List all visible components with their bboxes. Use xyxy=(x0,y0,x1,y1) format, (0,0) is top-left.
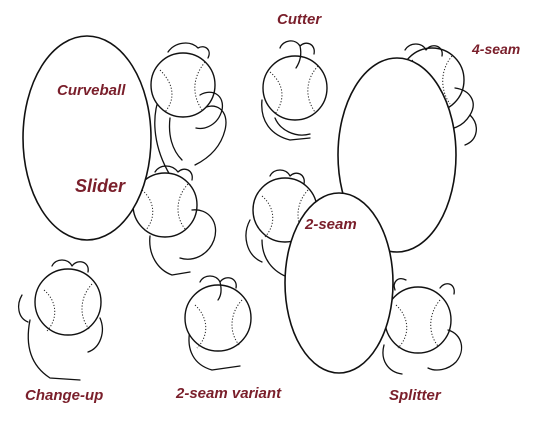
two-seam-variant-grip-drawing xyxy=(184,275,252,371)
label-splitter: Splitter xyxy=(389,387,441,404)
curveball-oval xyxy=(22,35,152,241)
curveball-grip-drawing xyxy=(150,42,227,186)
cutter-grip-drawing xyxy=(261,40,328,141)
two-seam-oval xyxy=(284,192,394,374)
label-change-up: Change-up xyxy=(25,387,104,404)
label-two-seam: 2-seam xyxy=(305,216,357,233)
change-up-grip-drawing xyxy=(17,259,103,381)
splitter-grip-drawing xyxy=(382,278,463,375)
label-four-seam: 4-seam xyxy=(472,41,521,57)
label-cutter: Cutter xyxy=(277,11,322,28)
label-two-seam-variant: 2-seam variant xyxy=(176,385,282,402)
slider-grip-drawing xyxy=(132,165,217,276)
four-seam-oval xyxy=(337,57,457,253)
label-curveball: Curveball xyxy=(57,82,126,99)
label-slider: Slider xyxy=(75,176,126,196)
